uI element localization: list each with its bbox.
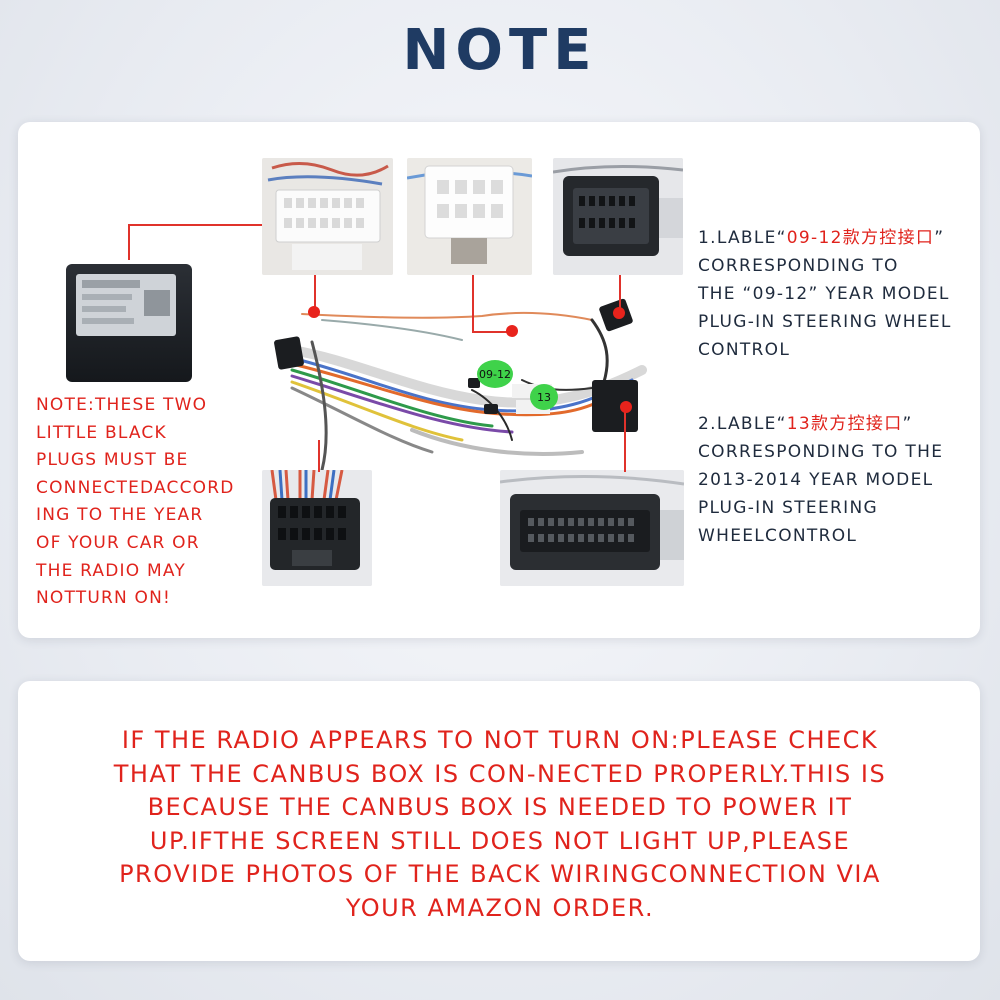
photo-white-connector-8pin xyxy=(407,158,532,275)
white-connector-illustration xyxy=(262,158,393,275)
label2-line: PLUG-IN STEERING xyxy=(698,498,878,518)
label1-line: CORRESPONDING TO xyxy=(698,256,899,276)
callout-line-3 xyxy=(619,275,621,315)
label1-line: THE “09-12” YEAR MODEL xyxy=(698,284,950,304)
callout-line-4 xyxy=(318,440,320,472)
label1-line: PLUG-IN STEERING WHEEL xyxy=(698,312,952,332)
photo-white-connector-20pin xyxy=(262,158,393,275)
callout-line-5 xyxy=(624,412,626,472)
callout-line-1 xyxy=(314,275,316,313)
callout-dot-3 xyxy=(613,307,625,319)
note-line: ING TO THE YEAR xyxy=(36,505,204,526)
label-13-description: 2.LABLE“13款方控接口” CORRESPONDING TO THE 20… xyxy=(698,410,943,550)
note-line: NOTTURN ON! xyxy=(36,588,172,609)
note-line: LITTLE BLACK xyxy=(36,422,167,443)
canbus-box-image xyxy=(58,258,198,388)
callout-dot-1 xyxy=(308,306,320,318)
warning-line: PROVIDE PHOTOS OF THE BACK WIRINGCONNECT… xyxy=(119,860,881,888)
callout-dot-2 xyxy=(506,325,518,337)
warning-line: YOUR AMAZON ORDER. xyxy=(345,893,655,922)
wide-connector-illustration xyxy=(500,470,684,586)
label1-highlight: 09-12款方控接口 xyxy=(786,228,935,248)
tag-13: 13 xyxy=(530,384,558,410)
callout-dot-5 xyxy=(620,401,632,413)
warning-line: IF THE RADIO APPEARS TO NOT TURN ON:PLEA… xyxy=(121,726,879,754)
label1-line: CONTROL xyxy=(698,340,791,360)
note-line: PLUGS MUST BE xyxy=(36,450,189,471)
white-plug-illustration xyxy=(407,158,532,275)
label-09-12-description: 1.LABLE“09-12款方控接口” CORRESPONDING TO THE… xyxy=(698,224,952,364)
label2-highlight: 13款方控接口 xyxy=(786,414,903,434)
troubleshooting-card xyxy=(18,681,980,961)
note-line: CONNECTEDACCORD xyxy=(36,477,235,498)
iso-connector-illustration xyxy=(262,470,372,586)
photo-black-connector-wide xyxy=(500,470,684,586)
photo-black-connector-top xyxy=(553,158,683,275)
label2-line: 2013-2014 YEAR MODEL xyxy=(698,470,934,490)
note-line: NOTE:THESE TWO xyxy=(36,395,208,415)
plug-warning-note: NOTE:THESE TWO LITTLE BLACK PLUGS MUST B… xyxy=(36,392,266,613)
label1-heading: 1.LABLE“09-12款方控接口” xyxy=(698,228,945,248)
callout-line-canbus-h xyxy=(128,224,318,226)
page-title: NOTE xyxy=(402,18,598,83)
tag-09-12: 09-12 xyxy=(477,360,513,388)
warning-line: THAT THE CANBUS BOX IS CON-NECTED PROPER… xyxy=(113,759,887,788)
photo-black-connector-16pin xyxy=(262,470,372,586)
warning-line: BECAUSE THE CANBUS BOX IS NEEDED TO POWE… xyxy=(147,793,853,821)
callout-line-2b xyxy=(472,331,514,333)
harness-wires-illustration xyxy=(274,298,647,472)
black-connector-illustration xyxy=(553,158,683,275)
label2-line: CORRESPONDING TO THE xyxy=(698,442,944,462)
label2-line: WHEELCONTROL xyxy=(698,526,858,546)
wiring-harness-image xyxy=(262,280,682,472)
callout-line-2 xyxy=(472,275,474,333)
canbus-box-illustration xyxy=(66,264,192,382)
warning-line: UP.IFTHE SCREEN STILL DOES NOT LIGHT UP,… xyxy=(149,826,851,855)
radio-troubleshooting-text: IF THE RADIO APPEARS TO NOT TURN ON:PLEA… xyxy=(40,724,960,925)
note-line: OF YOUR CAR OR xyxy=(36,532,200,553)
label2-heading: 2.LABLE“13款方控接口” xyxy=(698,414,913,434)
callout-line-canbus-v xyxy=(128,224,130,260)
note-line: THE RADIO MAY xyxy=(36,560,186,581)
